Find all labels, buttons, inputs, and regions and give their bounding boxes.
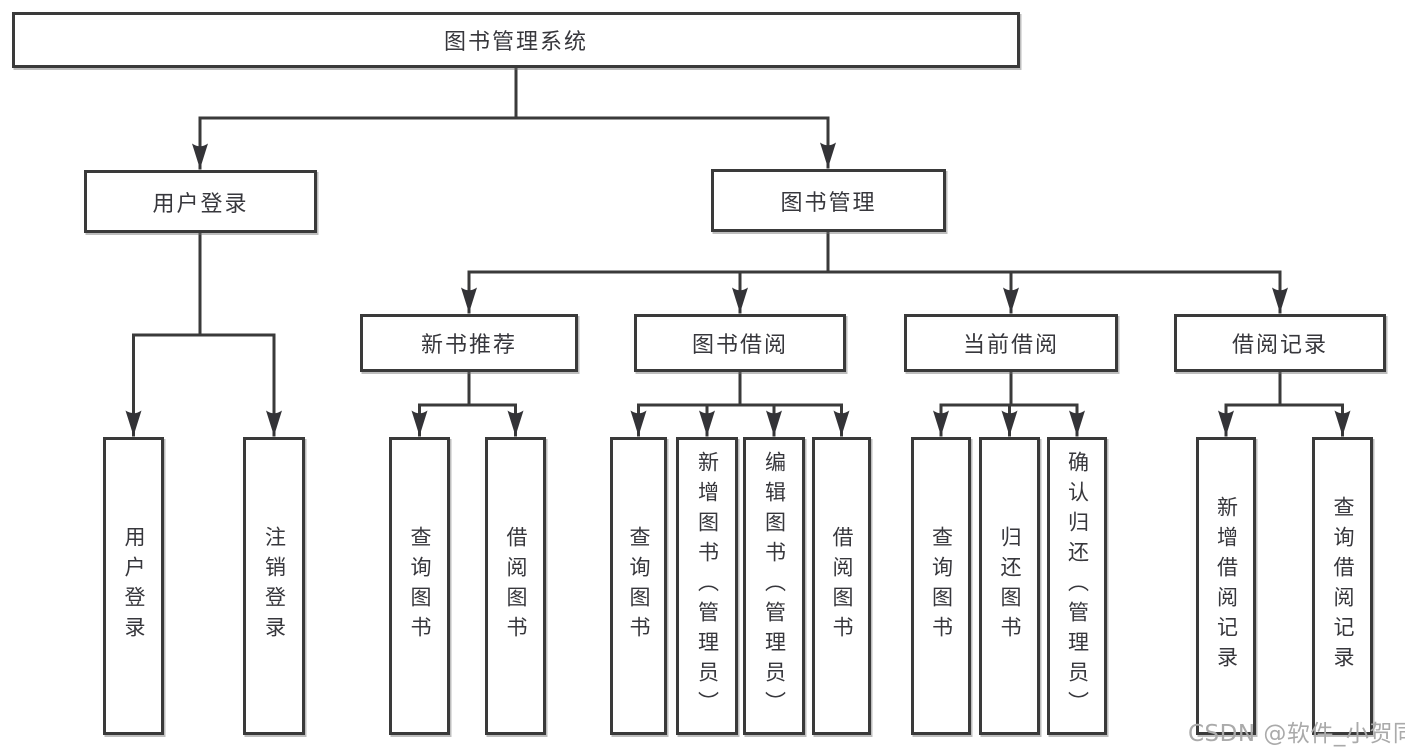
node-borrow-record: 借阅记录 — [1174, 314, 1386, 372]
leaf-query-books-1: 查询图书 — [389, 437, 450, 735]
root-node-library-system: 图书管理系统 — [12, 12, 1020, 68]
leaf-add-books-admin: 新增图书（管理员） — [676, 437, 738, 735]
leaf-edit-books-admin-label: 编辑图书（管理员） — [762, 451, 787, 721]
leaf-logout: 注销登录 — [243, 437, 305, 735]
leaf-borrow-books-2-label: 借阅图书 — [830, 526, 854, 646]
csdn-watermark: CSDN @软件_小贺同学 — [1188, 721, 1405, 747]
leaf-return-books: 归还图书 — [979, 437, 1040, 735]
leaf-user-login-label: 用户登录 — [122, 526, 146, 646]
leaf-query-books-1-label: 查询图书 — [408, 526, 432, 646]
leaf-logout-label: 注销登录 — [262, 526, 287, 646]
leaf-query-books-2: 查询图书 — [610, 437, 667, 735]
leaf-query-books-2-label: 查询图书 — [627, 526, 651, 646]
node-current-borrow: 当前借阅 — [904, 314, 1118, 372]
node-user-login: 用户登录 — [84, 170, 317, 233]
leaf-borrow-books-1-label: 借阅图书 — [504, 526, 528, 646]
leaf-query-books-3-label: 查询图书 — [929, 526, 954, 646]
leaf-add-borrow-record-label: 新增借阅记录 — [1214, 496, 1239, 676]
leaf-edit-books-admin: 编辑图书（管理员） — [743, 437, 805, 735]
leaf-confirm-return-admin: 确认归还（管理员） — [1047, 437, 1107, 735]
leaf-add-books-admin-label: 新增图书（管理员） — [695, 451, 720, 721]
leaf-borrow-books-1: 借阅图书 — [485, 437, 546, 735]
leaf-add-borrow-record: 新增借阅记录 — [1196, 437, 1256, 735]
leaf-borrow-books-2: 借阅图书 — [812, 437, 871, 735]
leaf-user-login: 用户登录 — [103, 437, 164, 735]
leaf-return-books-label: 归还图书 — [998, 526, 1022, 646]
leaf-confirm-return-admin-label: 确认归还（管理员） — [1065, 451, 1090, 721]
leaf-query-borrow-record: 查询借阅记录 — [1312, 437, 1373, 735]
leaf-query-borrow-record-label: 查询借阅记录 — [1331, 496, 1355, 676]
node-book-management: 图书管理 — [711, 169, 946, 232]
leaf-query-books-3: 查询图书 — [911, 437, 971, 735]
node-new-book-recommend: 新书推荐 — [360, 314, 578, 372]
node-book-borrow: 图书借阅 — [634, 314, 846, 372]
